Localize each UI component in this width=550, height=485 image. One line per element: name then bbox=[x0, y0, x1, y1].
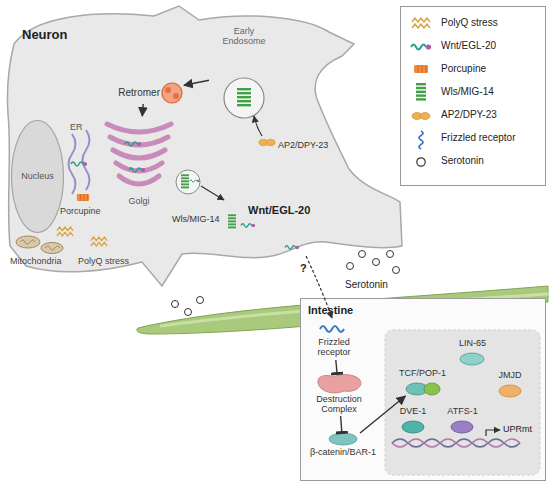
legend-text: Serotonin bbox=[441, 155, 484, 167]
jmjd: JMJD bbox=[490, 370, 530, 398]
node-label: TCF/POP-1 bbox=[395, 368, 450, 378]
retromer-complex: Retromer bbox=[104, 82, 184, 104]
node-shape bbox=[99, 116, 179, 208]
text-label: PolyQ stress bbox=[78, 256, 129, 266]
node-label: Intestine bbox=[308, 304, 388, 317]
beta-catenin: β-catenin/BAR-1 bbox=[304, 433, 382, 461]
node-label: Nucleus bbox=[10, 171, 65, 181]
legend-text: PolyQ stress bbox=[441, 17, 498, 29]
dve1: DVE-1 bbox=[392, 406, 434, 434]
node-label: LIN-65 bbox=[450, 338, 495, 348]
atfs1: ATFS-1 bbox=[440, 406, 485, 434]
text-label: Serotonin bbox=[345, 279, 388, 291]
intestine-box: IntestineFrizzled receptorDestruction Co… bbox=[300, 298, 546, 481]
node-label: Destruction Complex bbox=[304, 394, 374, 415]
tcf-pop1: TCF/POP-1 bbox=[395, 368, 450, 396]
golgi-stack: Golgi bbox=[99, 116, 179, 208]
text-label: UPRmt bbox=[503, 424, 532, 434]
lin65: LIN-65 bbox=[450, 338, 495, 366]
destruction-complex: Destruction Complex bbox=[304, 374, 374, 416]
node-label: β-catenin/BAR-1 bbox=[304, 447, 382, 457]
frizzled-receptor: Frizzled receptor bbox=[304, 322, 364, 360]
legend-text: Wnt/EGL-20 bbox=[441, 40, 496, 52]
text-label: ? bbox=[300, 262, 307, 275]
node-label: ATFS-1 bbox=[440, 406, 485, 416]
legend-text: Frizzled receptor bbox=[441, 132, 515, 144]
neuron-cell: NeuronNucleusGolgi Retromer Early Endosome bbox=[4, 4, 404, 294]
text-label: Mitochondria bbox=[10, 256, 62, 266]
text-label: ER bbox=[70, 122, 83, 132]
node-label: Retromer bbox=[104, 87, 160, 99]
legend-box: PolyQ stressWnt/EGL-20PorcupineWls/MIG-1… bbox=[400, 6, 546, 186]
node-label: Frizzled receptor bbox=[304, 337, 364, 358]
early-endosome: Early Endosome bbox=[209, 26, 279, 121]
legend-icons bbox=[401, 7, 441, 185]
node-label: Early Endosome bbox=[219, 26, 269, 47]
node-label: JMJD bbox=[490, 370, 530, 380]
node-shape bbox=[4, 4, 404, 294]
node-label: Golgi bbox=[99, 196, 179, 206]
nucleus-shape: Nucleus bbox=[10, 119, 65, 234]
text-label: Porcupine bbox=[60, 206, 101, 216]
legend-text: Wls/MIG-14 bbox=[441, 86, 494, 98]
node-label: Neuron bbox=[22, 28, 102, 43]
text-label: Wls/MIG-14 bbox=[172, 214, 220, 224]
legend-text: Porcupine bbox=[441, 63, 486, 75]
text-label: Wnt/EGL-20 bbox=[248, 204, 310, 217]
node-label: DVE-1 bbox=[392, 406, 434, 416]
text-label: AP2/DPY-23 bbox=[278, 140, 328, 150]
legend-text: AP2/DPY-23 bbox=[441, 109, 497, 121]
